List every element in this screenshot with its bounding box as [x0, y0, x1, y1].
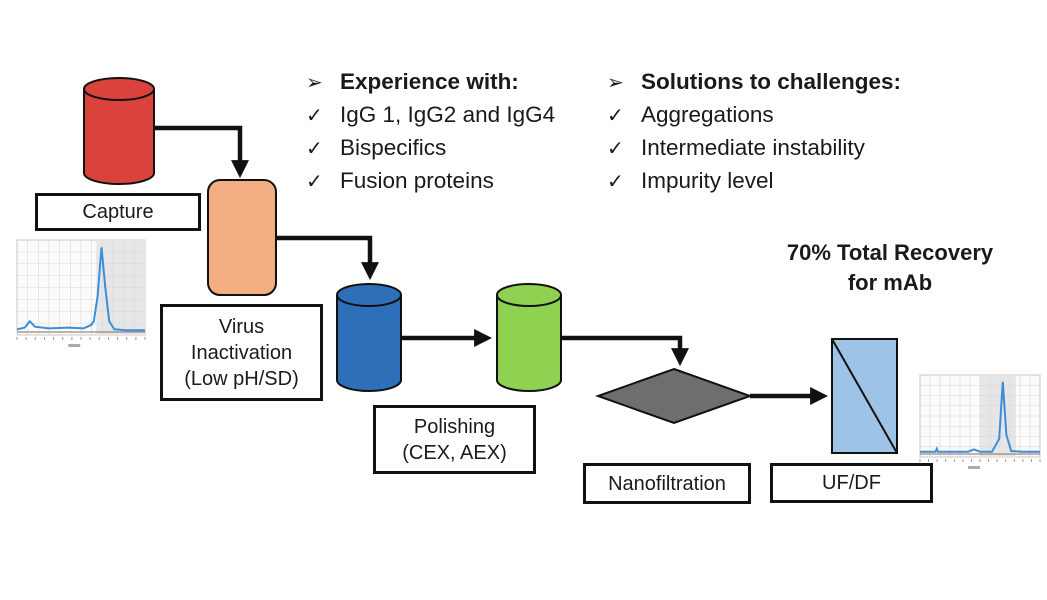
capture-label-text: Capture: [82, 201, 154, 223]
polishing-line-1: Polishing: [413, 415, 496, 438]
list-item-text: Impurity level: [641, 168, 774, 193]
list-item: ✓ Impurity level: [607, 165, 901, 198]
list-item: ✓ IgG 1, IgG2 and IgG4: [306, 99, 555, 132]
checkmark-icon: ✓: [306, 138, 323, 160]
capture-column-icon: [83, 77, 155, 185]
polishing-line-2: (CEX, AEX): [402, 441, 507, 464]
arrow-capture-to-virus: [155, 125, 249, 179]
chart-trace: [16, 247, 145, 332]
experience-list: ➢ Experience with: ✓ IgG 1, IgG2 and IgG…: [306, 66, 555, 198]
list-item-text: Fusion proteins: [340, 168, 494, 193]
aex-column-icon: [496, 283, 562, 392]
list-item: ✓ Intermediate instability: [607, 132, 901, 165]
arrow-bullet-icon: ➢: [607, 72, 624, 94]
list-item-text: Intermediate instability: [641, 135, 865, 160]
checkmark-icon: ✓: [607, 105, 624, 127]
virus-inactivation-line-3: (Low pH/SD): [184, 367, 299, 390]
chart-trace: [920, 381, 1040, 453]
list-item: ✓ Bispecifics: [306, 132, 555, 165]
polishing-label: Polishing (CEX, AEX): [373, 405, 536, 474]
virus-inactivation-line-2: Inactivation: [190, 341, 293, 364]
virus-inactivation-vessel-icon: [207, 179, 277, 296]
capture-label: Capture: [35, 193, 201, 231]
list-item-text: IgG 1, IgG2 and IgG4: [340, 102, 556, 127]
checkmark-icon: ✓: [607, 138, 624, 160]
virus-inactivation-label: Virus Inactivation (Low pH/SD): [160, 304, 323, 401]
recovery-callout: 70% Total Recovery for mAb: [750, 238, 1030, 298]
capture-chromatogram: [16, 239, 146, 347]
ufdf-chromatogram: [919, 374, 1041, 469]
list-item: ✓ Fusion proteins: [306, 165, 555, 198]
checkmark-icon: ✓: [607, 171, 624, 193]
chart-axis-label: [68, 344, 81, 347]
arrow-aex-to-nanofiltration: [562, 335, 689, 367]
checkmark-icon: ✓: [306, 171, 323, 193]
ufdf-label: UF/DF: [770, 463, 933, 503]
solutions-heading: ➢ Solutions to challenges:: [607, 66, 901, 99]
list-item: ✓ Aggregations: [607, 99, 901, 132]
nanofiltration-label-text: Nanofiltration: [608, 472, 726, 495]
experience-heading-text: Experience with:: [340, 69, 519, 94]
nanofiltration-label: Nanofiltration: [583, 463, 751, 504]
ufdf-label-text: UF/DF: [822, 472, 881, 494]
checkmark-icon: ✓: [306, 105, 323, 127]
solutions-heading-text: Solutions to challenges:: [641, 69, 902, 94]
experience-heading: ➢ Experience with:: [306, 66, 555, 99]
chart-axis-label: [968, 466, 980, 469]
list-item-text: Aggregations: [641, 102, 774, 127]
virus-inactivation-line-1: Virus: [218, 315, 265, 338]
recovery-line-1: 70% Total Recovery: [786, 240, 994, 265]
arrow-bullet-icon: ➢: [306, 72, 323, 94]
list-item-text: Bispecifics: [340, 135, 447, 160]
ufdf-membrane-icon: [831, 338, 898, 454]
arrow-virus-to-cex: [276, 235, 379, 281]
nanofiltration-filter-icon: [595, 367, 753, 425]
cex-column-icon: [336, 283, 402, 392]
solutions-list: ➢ Solutions to challenges: ✓ Aggregation…: [607, 66, 901, 198]
recovery-line-2: for mAb: [847, 270, 933, 295]
